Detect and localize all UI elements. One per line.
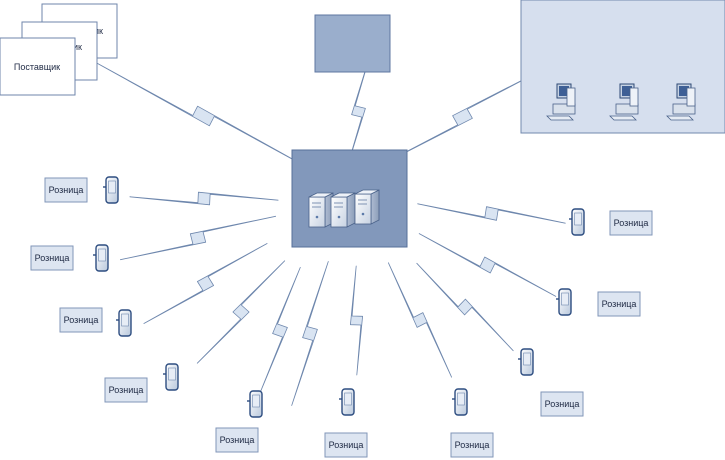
retail-label: Розница [602, 299, 637, 309]
network-link [417, 203, 566, 224]
handheld-device-icon [338, 388, 355, 416]
retail-label-box [30, 245, 74, 271]
retail-label-box [540, 391, 584, 417]
network-link [387, 262, 453, 378]
retail-node: Розница [44, 176, 119, 204]
retail-label-box [104, 377, 148, 403]
retail-label-box [44, 177, 88, 203]
supplier-middle-label: ик [73, 42, 82, 52]
retail-node: Розница [59, 307, 132, 337]
retail-node: Розница [450, 388, 494, 458]
handheld-device-icon [555, 288, 572, 316]
handheld-device-icon [92, 244, 109, 272]
retail-label: Розница [109, 385, 144, 395]
supplier-label: Поставщик [14, 62, 60, 72]
retail-node: Розница [517, 348, 584, 417]
network-link [196, 260, 286, 364]
link-layer [93, 54, 566, 406]
top-system-box [314, 14, 391, 73]
network-link [120, 215, 277, 261]
retail-node: Розница [30, 244, 109, 272]
retail-node: Розница [215, 390, 263, 453]
server-cluster-icon [308, 189, 380, 228]
central-server [291, 149, 408, 248]
retail-label: Розница [545, 399, 580, 409]
network-link [259, 266, 301, 395]
retail-label-box [597, 291, 641, 317]
retail-label-box [59, 307, 103, 333]
retail-label-box [324, 432, 368, 458]
retail-label: Розница [614, 218, 649, 228]
handheld-device-icon [246, 390, 263, 418]
retail-label-box [450, 432, 494, 458]
handheld-device-icon [517, 348, 534, 376]
retail-node: Розница [104, 363, 179, 403]
network-link [349, 265, 364, 376]
network-link [291, 261, 329, 406]
retail-label: Розница [49, 185, 84, 195]
network-link [143, 243, 268, 324]
supplier-stack: ик ик Поставщик [0, 3, 118, 96]
office-box [520, 0, 725, 134]
retail-label: Розница [35, 253, 70, 263]
network-link [93, 61, 314, 171]
retail-label: Розница [220, 435, 255, 445]
handheld-device-icon [568, 208, 585, 236]
retail-label-box [215, 427, 259, 453]
retail-label: Розница [329, 440, 364, 450]
supplier-back-label: ик [94, 26, 103, 36]
handheld-device-icon [115, 309, 132, 337]
retail-label-box [609, 210, 653, 236]
handheld-device-icon [162, 363, 179, 391]
retail-label: Розница [455, 440, 490, 450]
handheld-device-icon [102, 176, 119, 204]
network-link [418, 233, 557, 297]
retail-node: Розница [568, 208, 653, 236]
network-link [416, 262, 514, 352]
retail-node: Розница [324, 388, 368, 458]
supplier-card-front [0, 37, 76, 96]
handheld-device-icon [451, 388, 468, 416]
retail-node: Розница [555, 288, 641, 317]
retail-label: Розница [64, 315, 99, 325]
network-link [129, 191, 279, 206]
